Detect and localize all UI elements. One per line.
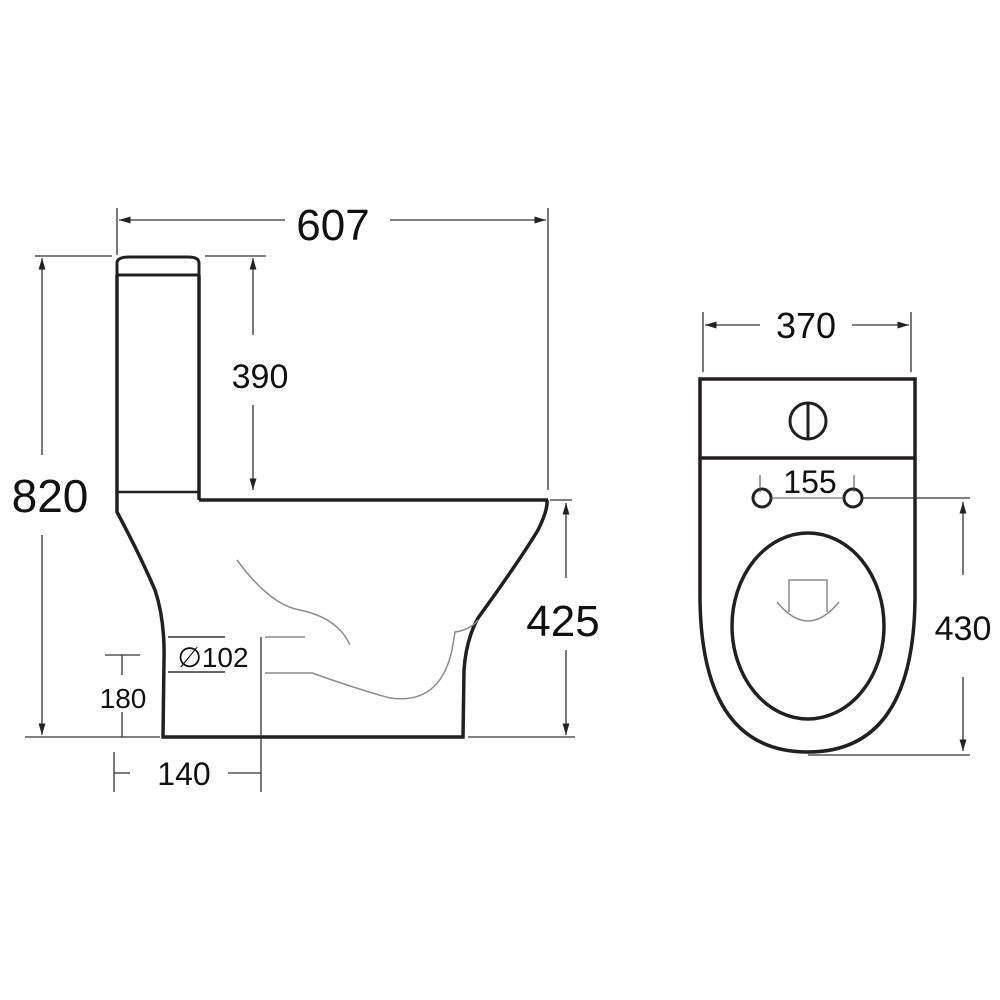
- toilet-side-outline: [115, 255, 549, 739]
- dimension-370: [702, 312, 912, 372]
- dimension-425: [468, 499, 575, 738]
- fixing-hole-spacing-label: 155: [783, 464, 836, 500]
- drain-hidden-lines: [776, 579, 840, 622]
- dimension-180: [105, 654, 140, 737]
- tank-height-label: 390: [232, 358, 289, 396]
- tank-lid: [115, 255, 201, 277]
- top-view: 370 155 430: [698, 305, 992, 756]
- toilet-top-outline: [698, 377, 917, 754]
- bowl-body: [115, 492, 549, 739]
- overall-length-label: 607: [296, 201, 369, 250]
- side-view: 607 820 390 425 ∅102: [12, 201, 600, 792]
- dimension-102: [168, 636, 225, 673]
- tank-body: [115, 275, 201, 500]
- bowl-top-outline: [698, 458, 917, 754]
- tank-top: [698, 377, 917, 460]
- outlet-offset-label: 140: [157, 756, 210, 792]
- overall-height-label: 820: [12, 470, 89, 522]
- outlet-height-label: 180: [100, 683, 147, 714]
- dimension-155: [759, 475, 855, 499]
- seat-height-label: 425: [526, 597, 599, 646]
- bowl-depth-label: 430: [935, 610, 992, 648]
- width-label: 370: [776, 305, 836, 346]
- dimension-820: [25, 255, 160, 738]
- seat-opening: [730, 531, 886, 721]
- dimension-140: [113, 637, 262, 792]
- dimension-390: [205, 255, 266, 490]
- trapway-hidden-lines: [236, 559, 479, 700]
- dimension-607: [116, 208, 549, 490]
- dimension-430: [808, 497, 970, 756]
- outlet-diameter-label: ∅102: [177, 642, 248, 673]
- flush-button-icon: [788, 401, 828, 441]
